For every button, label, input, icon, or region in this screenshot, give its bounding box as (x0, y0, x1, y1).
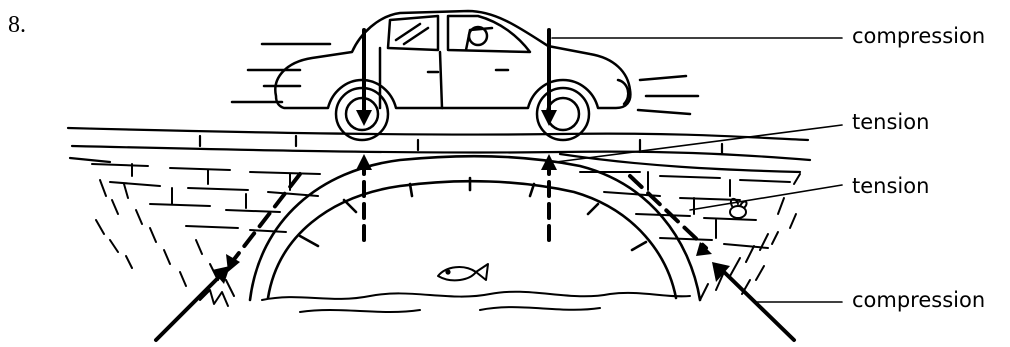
label-tension-1: tension (852, 110, 929, 134)
label-compression-bottom: compression (852, 288, 985, 312)
fish-icon (438, 264, 488, 280)
grass-left (96, 180, 234, 306)
stone-wall-right (580, 172, 790, 248)
water (262, 292, 690, 312)
label-tension-2: tension (852, 174, 929, 198)
stone-wall-left (92, 164, 320, 232)
bridge-deck (68, 128, 810, 172)
label-compression-top: compression (852, 24, 985, 48)
car-icon (275, 11, 630, 140)
